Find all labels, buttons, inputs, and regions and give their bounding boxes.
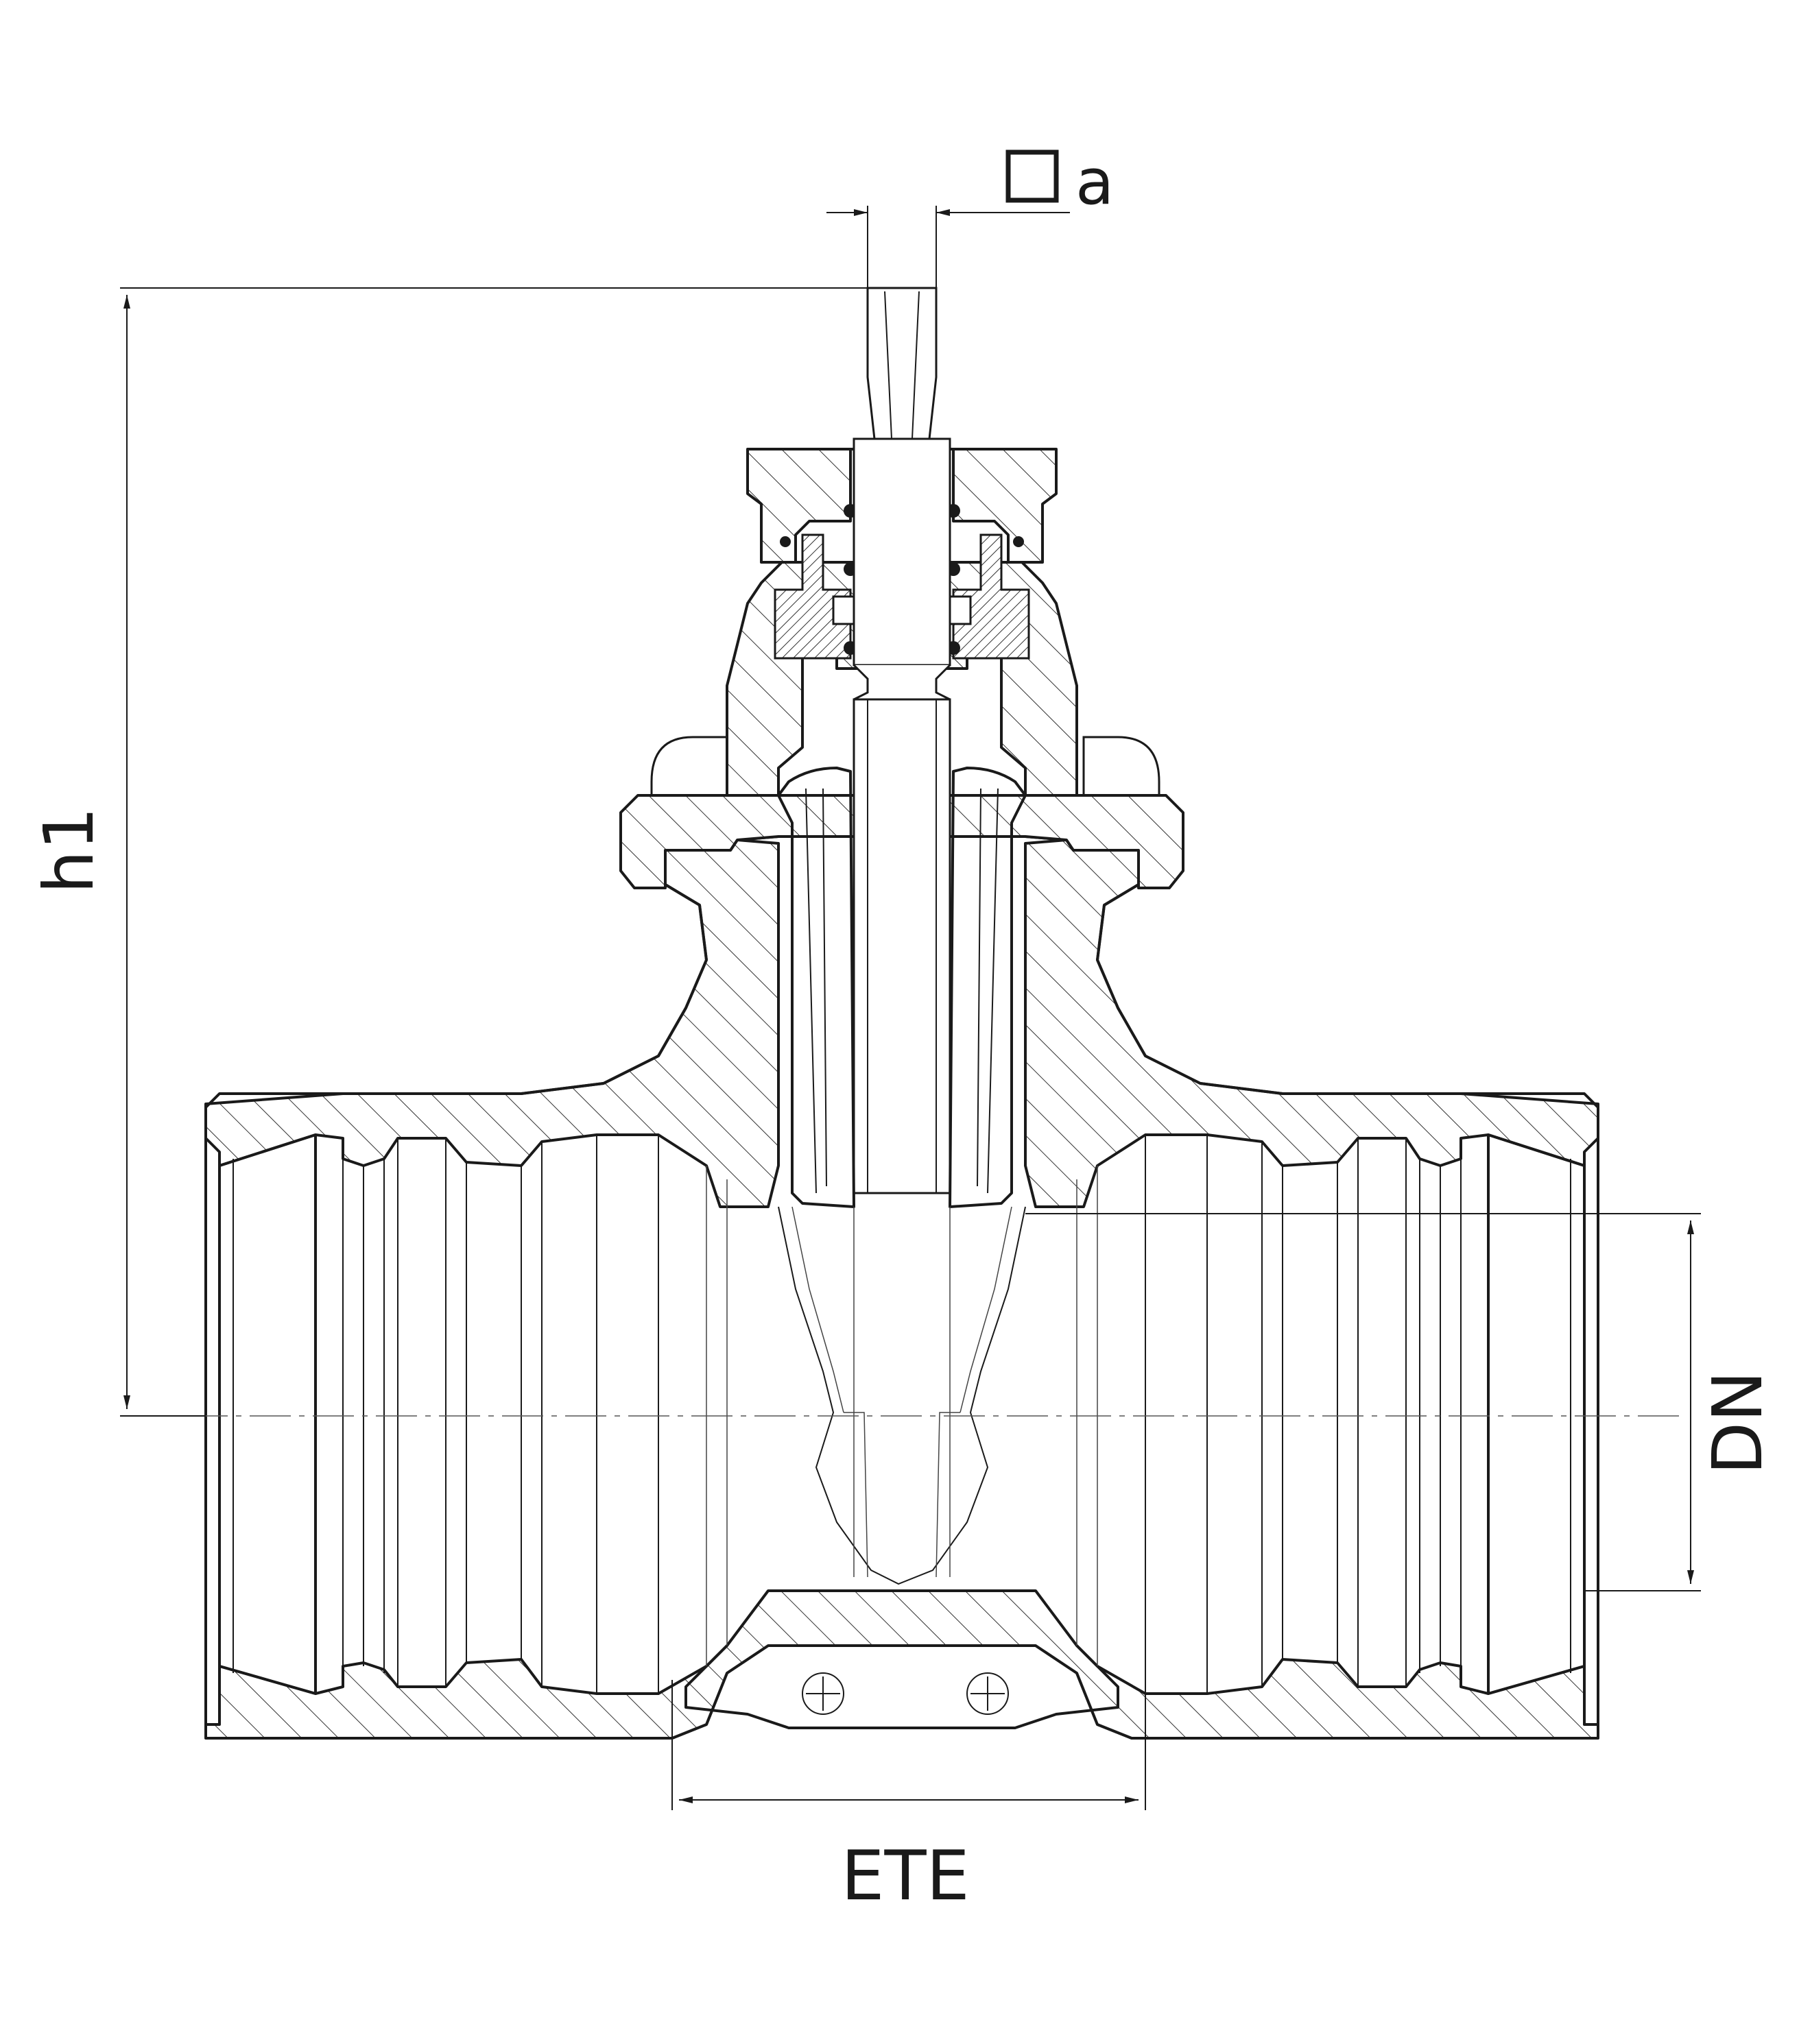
label-ete: ETE <box>841 1836 969 1916</box>
stem-upper-shaft <box>853 437 951 666</box>
dimension-dn: DN <box>1025 1213 1778 1591</box>
label-square-a: a <box>1075 145 1114 219</box>
bonnet-flange <box>619 794 1184 889</box>
dimension-h1: h1 <box>29 287 868 1417</box>
label-h1: h1 <box>29 806 109 893</box>
top-cap <box>746 448 852 564</box>
square-symbol-icon <box>1005 149 1059 203</box>
dimension-ete: ETE <box>671 1680 1146 1916</box>
left-socket-inner <box>218 1133 317 1695</box>
body-bottom-inner <box>684 1644 1119 1729</box>
top-cap-right <box>952 448 1058 564</box>
wedge-lower-body <box>778 1206 1026 1585</box>
dimension-square-a: a <box>826 145 1114 288</box>
bottom-bolt-right <box>966 1672 1009 1715</box>
packing-gland-right <box>952 533 1030 660</box>
label-dn: DN <box>1697 1371 1778 1475</box>
body-lower-shell-left <box>204 1589 1599 1740</box>
stem <box>853 287 951 1194</box>
body-upper-shell <box>204 839 780 1208</box>
stem-lower-shaft <box>853 698 951 1194</box>
wedge <box>777 767 1027 1585</box>
stem-square-top <box>866 287 938 440</box>
bonnet <box>619 448 1184 889</box>
wedge-outline <box>777 767 855 1208</box>
right-socket-inner <box>1487 1133 1586 1695</box>
bottom-bolt-left <box>802 1672 844 1715</box>
o-rings <box>780 504 1024 655</box>
flange-bolt-right <box>1082 736 1160 797</box>
body-upper-shell-right <box>1024 839 1599 1208</box>
packing-gland-left <box>774 533 852 660</box>
wedge-outline-right <box>949 767 1027 1208</box>
flange-bolt-left <box>650 736 728 797</box>
